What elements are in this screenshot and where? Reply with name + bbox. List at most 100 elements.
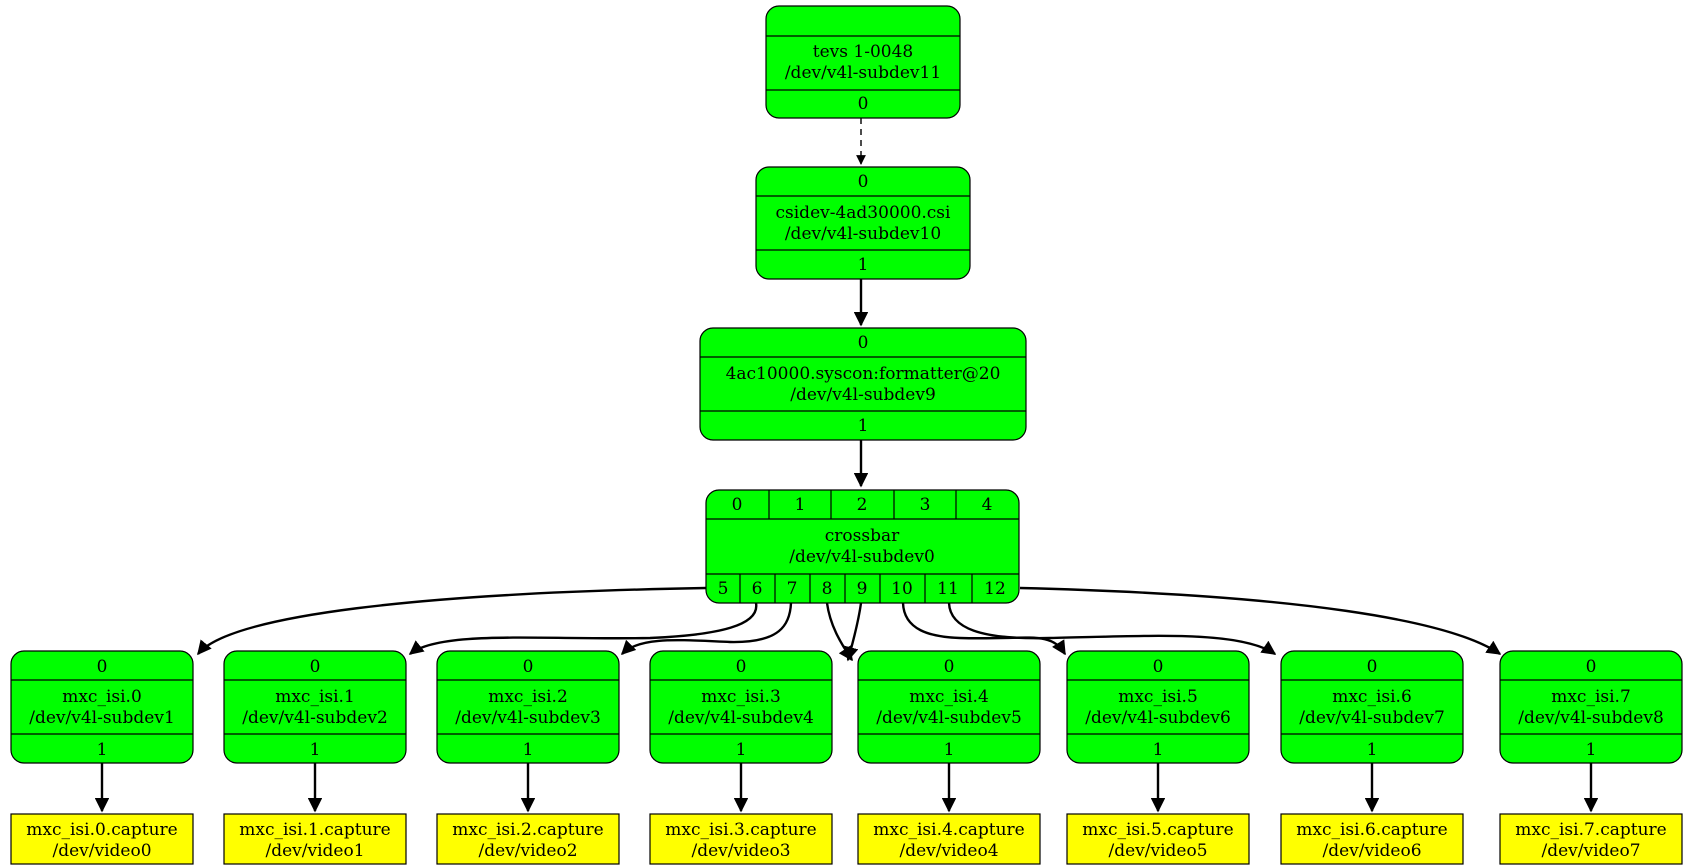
pad-sink[interactable]: 0 [736,657,747,677]
pad-source-11[interactable]: 11 [937,579,959,599]
video-node-name: mxc_isi.3.capture [665,820,816,840]
pad-sink[interactable]: 0 [858,172,869,192]
pad-sink[interactable]: 0 [1153,657,1164,677]
entity-devnode: /dev/v4l-subdev7 [1299,708,1445,728]
pad-source-10[interactable]: 10 [891,579,913,599]
pad-source-5[interactable]: 5 [718,579,729,599]
pad-sink-1[interactable]: 1 [795,495,806,515]
entity-name: 4ac10000.syscon:formatter@20 [726,364,1001,384]
entity-csidev[interactable]: 0 csidev-4ad30000.csi /dev/v4l-subdev10 … [755,166,971,280]
video-node-devnode: /dev/video2 [478,841,577,861]
entity-mxc_isi-3[interactable]: 0 mxc_isi.3/dev/v4l-subdev4 1 [649,650,833,764]
entity-devnode: /dev/v4l-subdev0 [789,547,935,567]
pad-source-6[interactable]: 6 [752,579,763,599]
entity-name: mxc_isi.7 [1551,687,1631,707]
entity-name: mxc_isi.2 [488,687,568,707]
entity-name: mxc_isi.0 [62,687,142,707]
capture-row: mxc_isi.0.capture/dev/video0 mxc_isi.1.ca… [10,813,1683,865]
link-layer [94,118,1599,813]
pad-sink-0[interactable]: 0 [732,495,743,515]
video-node-devnode: /dev/video1 [265,841,364,861]
video-node-devnode: /dev/video0 [52,841,151,861]
video-node-3[interactable]: mxc_isi.3.capture/dev/video3 [649,813,833,865]
video-node-4[interactable]: mxc_isi.4.capture/dev/video4 [857,813,1041,865]
pad-source[interactable]: 0 [858,94,869,114]
entity-name: mxc_isi.6 [1332,687,1412,707]
link-crossbar6-isi1 [408,602,758,655]
link-crossbar5-isi0 [197,586,707,656]
link-crossbar7-isi2 [620,602,793,656]
video-node-0[interactable]: mxc_isi.0.capture/dev/video0 [10,813,194,865]
link-crossbar9-isi4 [844,602,863,662]
video-node-7[interactable]: mxc_isi.7.capture/dev/video7 [1499,813,1683,865]
entity-devnode: /dev/v4l-subdev3 [455,708,601,728]
video-node-devnode: /dev/video5 [1108,841,1207,861]
pad-source[interactable]: 1 [1586,740,1597,760]
pad-source[interactable]: 1 [944,740,955,760]
pad-source-9[interactable]: 9 [857,579,868,599]
entity-devnode: /dev/v4l-subdev10 [785,224,941,244]
entity-name: mxc_isi.5 [1118,687,1198,707]
video-node-5[interactable]: mxc_isi.5.capture/dev/video5 [1066,813,1250,865]
entity-devnode: /dev/v4l-subdev2 [242,708,388,728]
pad-sink[interactable]: 0 [944,657,955,677]
video-node-devnode: /dev/video6 [1322,841,1421,861]
entity-devnode: /dev/v4l-subdev1 [29,708,175,728]
pad-source[interactable]: 1 [1367,740,1378,760]
pad-sink[interactable]: 0 [1586,657,1597,677]
pad-source[interactable]: 1 [97,740,108,760]
entity-name: mxc_isi.3 [701,687,781,707]
pad-sink-4[interactable]: 4 [982,495,993,515]
video-node-name: mxc_isi.4.capture [873,820,1024,840]
pad-sink[interactable]: 0 [97,657,108,677]
pad-source[interactable]: 1 [523,740,534,760]
entity-name: mxc_isi.1 [275,687,355,707]
entity-name: tevs 1-0048 [813,42,913,62]
pad-source[interactable]: 1 [736,740,747,760]
pad-source[interactable]: 1 [858,255,869,275]
entity-formatter[interactable]: 0 4ac10000.syscon:formatter@20 /dev/v4l-… [699,327,1027,441]
pad-source-12[interactable]: 12 [984,579,1006,599]
entity-devnode: /dev/v4l-subdev8 [1518,708,1664,728]
video-node-devnode: /dev/video7 [1541,841,1640,861]
pad-sink[interactable]: 0 [858,333,869,353]
entity-devnode: /dev/v4l-subdev9 [790,385,936,405]
entity-name: csidev-4ad30000.csi [776,203,952,223]
entity-name: crossbar [825,526,900,546]
pad-sink[interactable]: 0 [1367,657,1378,677]
pad-sink[interactable]: 0 [310,657,321,677]
pad-source-8[interactable]: 8 [822,579,833,599]
entity-mxc_isi-0[interactable]: 0 mxc_isi.0/dev/v4l-subdev1 1 [10,650,194,764]
link-crossbar10-isi5 [901,602,1067,656]
link-crossbar12-isi7 [1019,586,1502,655]
video-node-2[interactable]: mxc_isi.2.capture/dev/video2 [436,813,620,865]
video-node-name: mxc_isi.2.capture [452,820,603,840]
pad-source-7[interactable]: 7 [787,579,798,599]
video-node-devnode: /dev/video3 [691,841,790,861]
video-node-name: mxc_isi.0.capture [26,820,177,840]
pad-sink[interactable]: 0 [523,657,534,677]
entity-tevs[interactable]: tevs 1-0048 /dev/v4l-subdev11 0 [765,5,961,119]
video-node-6[interactable]: mxc_isi.6.capture/dev/video6 [1280,813,1464,865]
entity-mxc_isi-6[interactable]: 0 mxc_isi.6/dev/v4l-subdev7 1 [1280,650,1464,764]
entity-crossbar[interactable]: 0 1 2 3 4 crossbar /dev/v4l-subdev0 5 6 … [705,489,1020,604]
link-crossbar8-isi3 [825,602,853,662]
video-node-name: mxc_isi.7.capture [1515,820,1666,840]
pad-source[interactable]: 1 [310,740,321,760]
entity-devnode: /dev/v4l-subdev4 [668,708,814,728]
video-node-devnode: /dev/video4 [899,841,998,861]
pad-sink-3[interactable]: 3 [920,495,931,515]
pad-sink-2[interactable]: 2 [857,495,868,515]
pad-source[interactable]: 1 [1153,740,1164,760]
entity-mxc_isi-2[interactable]: 0 mxc_isi.2/dev/v4l-subdev3 1 [436,650,620,764]
entity-mxc_isi-7[interactable]: 0 mxc_isi.7/dev/v4l-subdev8 1 [1499,650,1683,764]
entity-mxc_isi-1[interactable]: 0 mxc_isi.1/dev/v4l-subdev2 1 [223,650,407,764]
pad-source[interactable]: 1 [858,416,869,436]
video-node-name: mxc_isi.5.capture [1082,820,1233,840]
video-node-1[interactable]: mxc_isi.1.capture/dev/video1 [223,813,407,865]
isi-row: 0 mxc_isi.0/dev/v4l-subdev1 1 0 mxc_isi.1/de… [10,650,1683,764]
video-node-name: mxc_isi.6.capture [1296,820,1447,840]
